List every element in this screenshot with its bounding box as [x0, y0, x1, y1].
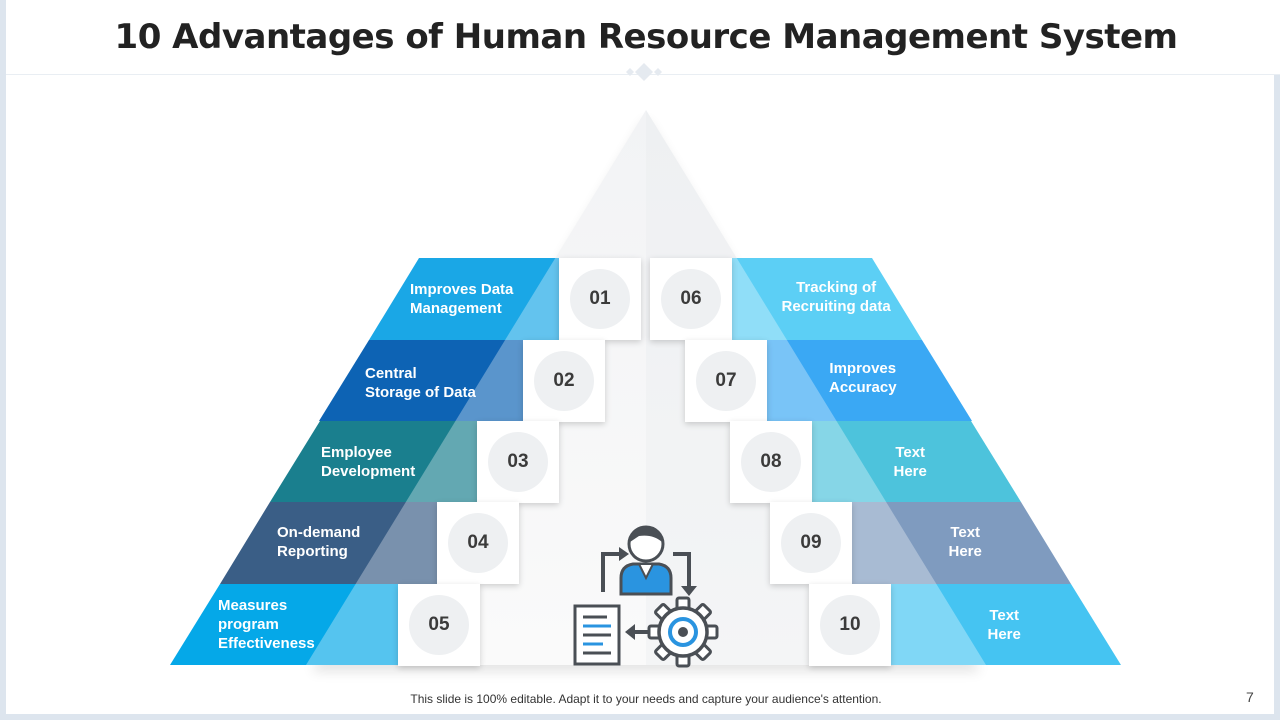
tier-label-line: Central	[365, 365, 417, 382]
left-tier-04	[220, 502, 441, 584]
tier-label-line: Improves Data	[410, 281, 514, 298]
number-box-08: 08	[730, 421, 812, 503]
left-tier-highlight	[455, 340, 527, 421]
left-tier-01	[369, 258, 563, 340]
document-icon	[573, 604, 621, 666]
number-circle: 01	[570, 269, 630, 329]
left-tier-highlight	[355, 502, 441, 584]
tier-label-line: Effectiveness	[218, 635, 315, 652]
left-tier-highlight	[306, 584, 402, 665]
right-tier-highlight	[887, 584, 986, 665]
tier-label-line: Employee	[321, 444, 392, 461]
number-box-07: 07	[685, 340, 767, 422]
number-circle: 09	[781, 513, 841, 573]
tier-label-line: Reporting	[277, 543, 348, 560]
left-tier-05	[170, 584, 402, 665]
person-icon	[619, 525, 673, 596]
left-tier-highlight	[505, 258, 563, 340]
number-box-06: 06	[650, 258, 732, 340]
right-tier-08	[808, 421, 1021, 502]
number-box-09: 09	[770, 502, 852, 584]
right-tier-highlight	[763, 340, 837, 421]
title-divider-ornament	[626, 63, 662, 81]
tier-label-line: program	[218, 616, 279, 633]
right-tier-09	[848, 502, 1071, 584]
tier-label-line: Management	[410, 300, 502, 317]
number-circle: 06	[661, 269, 721, 329]
number-box-10: 10	[809, 584, 891, 666]
left-tier-02	[319, 340, 527, 421]
tier-label-line: Here	[948, 543, 982, 560]
tier-label-line: Development	[321, 463, 416, 480]
number-circle: 05	[409, 595, 469, 655]
arrow-down-icon	[673, 552, 691, 586]
title-bar: 10 Advantages of Human Resource Manageme…	[6, 0, 1280, 75]
tier-label-line: On-demand	[277, 524, 361, 541]
number-circle: 10	[820, 595, 880, 655]
tier-label-line: Text	[895, 444, 926, 461]
left-tier-highlight	[405, 421, 481, 502]
left-tier-03	[270, 421, 481, 502]
number-circle: 07	[696, 351, 756, 411]
right-tier-highlight	[848, 502, 937, 584]
right-tier-highlight	[808, 421, 887, 502]
tier-label-line: Tracking of	[796, 279, 877, 296]
tier-label-line: Recruiting data	[781, 298, 891, 315]
tier-label-line: Measures	[218, 597, 288, 614]
page-number: 7	[1246, 689, 1254, 705]
right-tier-07	[763, 340, 972, 421]
tier-label-line: Text	[950, 524, 981, 541]
pyramid-diagram	[170, 110, 1121, 672]
number-box-01: 01	[559, 258, 641, 340]
tier-label-line: Accuracy	[829, 379, 897, 396]
hr-process-icon	[573, 525, 719, 668]
pyramid-tiers	[170, 258, 1121, 665]
page-title: 10 Advantages of Human Resource Manageme…	[114, 17, 1178, 57]
right-tier-10	[887, 584, 1121, 665]
tier-label-line: Improves	[829, 360, 897, 377]
number-circle: 02	[534, 351, 594, 411]
tier-label-line: Here	[987, 626, 1021, 643]
number-circle: 03	[488, 432, 548, 492]
right-tier-06	[728, 258, 922, 340]
tier-label-line: Text	[989, 607, 1020, 624]
right-tier-label-06: Tracking of Recruiting data	[782, 278, 891, 316]
number-circle: 04	[448, 513, 508, 573]
arrow-up-icon	[601, 552, 619, 592]
number-box-05: 05	[398, 584, 480, 666]
number-box-03: 03	[477, 421, 559, 503]
number-box-04: 04	[437, 502, 519, 584]
tier-label-line: Here	[893, 463, 927, 480]
gear-icon	[647, 596, 719, 668]
right-tier-highlight	[728, 258, 787, 340]
number-box-02: 02	[523, 340, 605, 422]
tier-label-line: Storage of Data	[365, 384, 476, 401]
number-circle: 08	[741, 432, 801, 492]
footer-note: This slide is 100% editable. Adapt it to…	[410, 692, 882, 706]
